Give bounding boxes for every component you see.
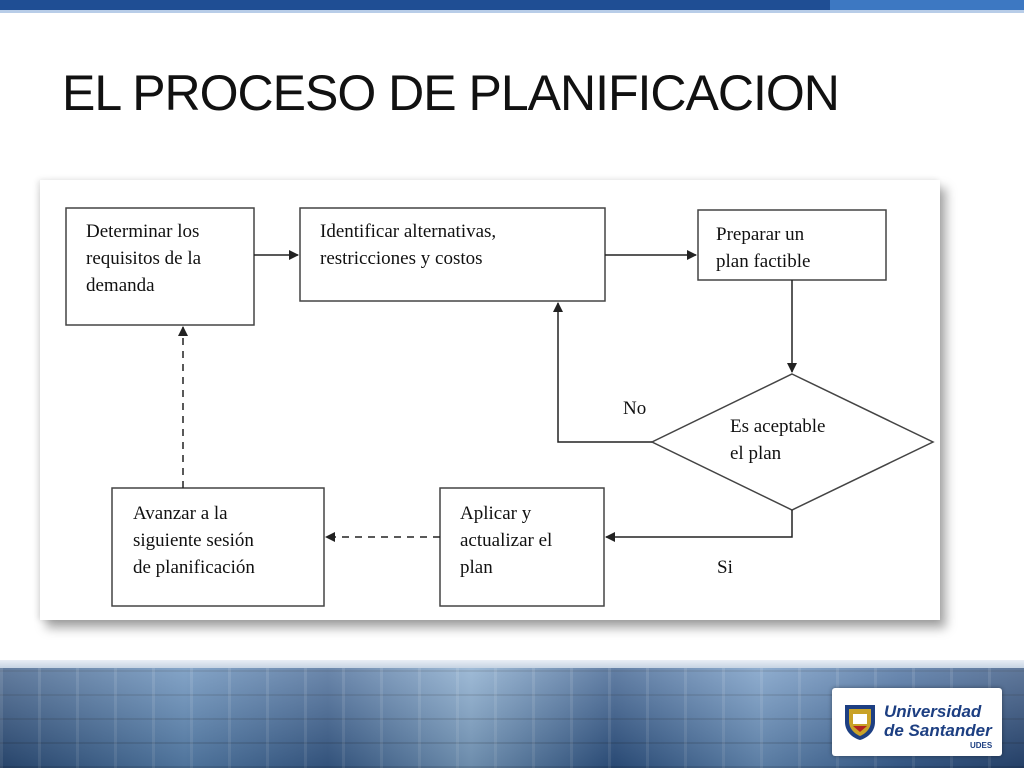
top-accent-bar [0, 0, 1024, 13]
node-aplicar-box [439, 487, 605, 607]
footer-divider [0, 660, 1024, 668]
slide-title: EL PROCESO DE PLANIFICACION [62, 65, 840, 121]
node-aplicar-line-2: actualizar el [460, 530, 553, 551]
logo-university-name-line-2: de Santander [884, 721, 992, 740]
node-identificar-line-2: restricciones y costos [320, 248, 483, 269]
node-aceptable-label: Es aceptable el plan [730, 413, 825, 467]
node-determinar-line-2: requisitos de la [86, 248, 202, 269]
node-avanzar-line-3: de planificación [133, 557, 255, 578]
node-determinar-label: Determinar los requisitos de la demanda [86, 218, 201, 299]
node-aplicar-line-1: Aplicar y [460, 503, 532, 524]
university-logo: Universidad de Santander UDES [832, 688, 1002, 756]
top-accent-bar-light [830, 0, 1024, 10]
node-identificar-line-1: Identificar alternativas, [320, 221, 497, 242]
node-determinar-line-3: demanda [86, 275, 155, 296]
flowchart-diagram: Determinar los requisitos de la demanda … [40, 180, 940, 620]
edge-label-no: No [623, 398, 647, 419]
node-avanzar-box [111, 487, 325, 607]
node-preparar-line-1: Preparar un [716, 224, 805, 245]
node-aplicar-line-3: plan [460, 557, 493, 578]
shield-icon [845, 705, 875, 740]
node-preparar-line-2: plan factible [716, 251, 811, 272]
logo-acronym: UDES [970, 741, 993, 750]
node-identificar-box [299, 207, 606, 302]
node-preparar-label: Preparar un plan factible [716, 221, 810, 275]
node-aplicar-label: Aplicar y actualizar el plan [460, 500, 552, 581]
node-avanzar-label: Avanzar a la siguiente sesión de planifi… [133, 500, 255, 581]
node-aceptable-line-1: Es aceptable [730, 416, 826, 437]
node-determinar-line-1: Determinar los [86, 221, 200, 242]
node-avanzar-line-2: siguiente sesión [133, 530, 254, 551]
node-preparar-box [697, 209, 887, 281]
top-accent-bar-underline [0, 10, 1024, 13]
node-aceptable-line-2: el plan [730, 443, 782, 464]
top-accent-bar-dark [0, 0, 830, 10]
edge-aceptable-identificar [553, 302, 652, 443]
logo-university-name-line-1: Universidad [884, 702, 982, 721]
edge-label-si: Si [717, 557, 733, 578]
node-avanzar-line-1: Avanzar a la [133, 503, 228, 524]
edge-aceptable-aplicar [605, 510, 793, 542]
flowchart-canvas [65, 207, 935, 607]
node-determinar-box [65, 207, 255, 326]
node-identificar-label: Identificar alternativas, restricciones … [320, 218, 496, 272]
